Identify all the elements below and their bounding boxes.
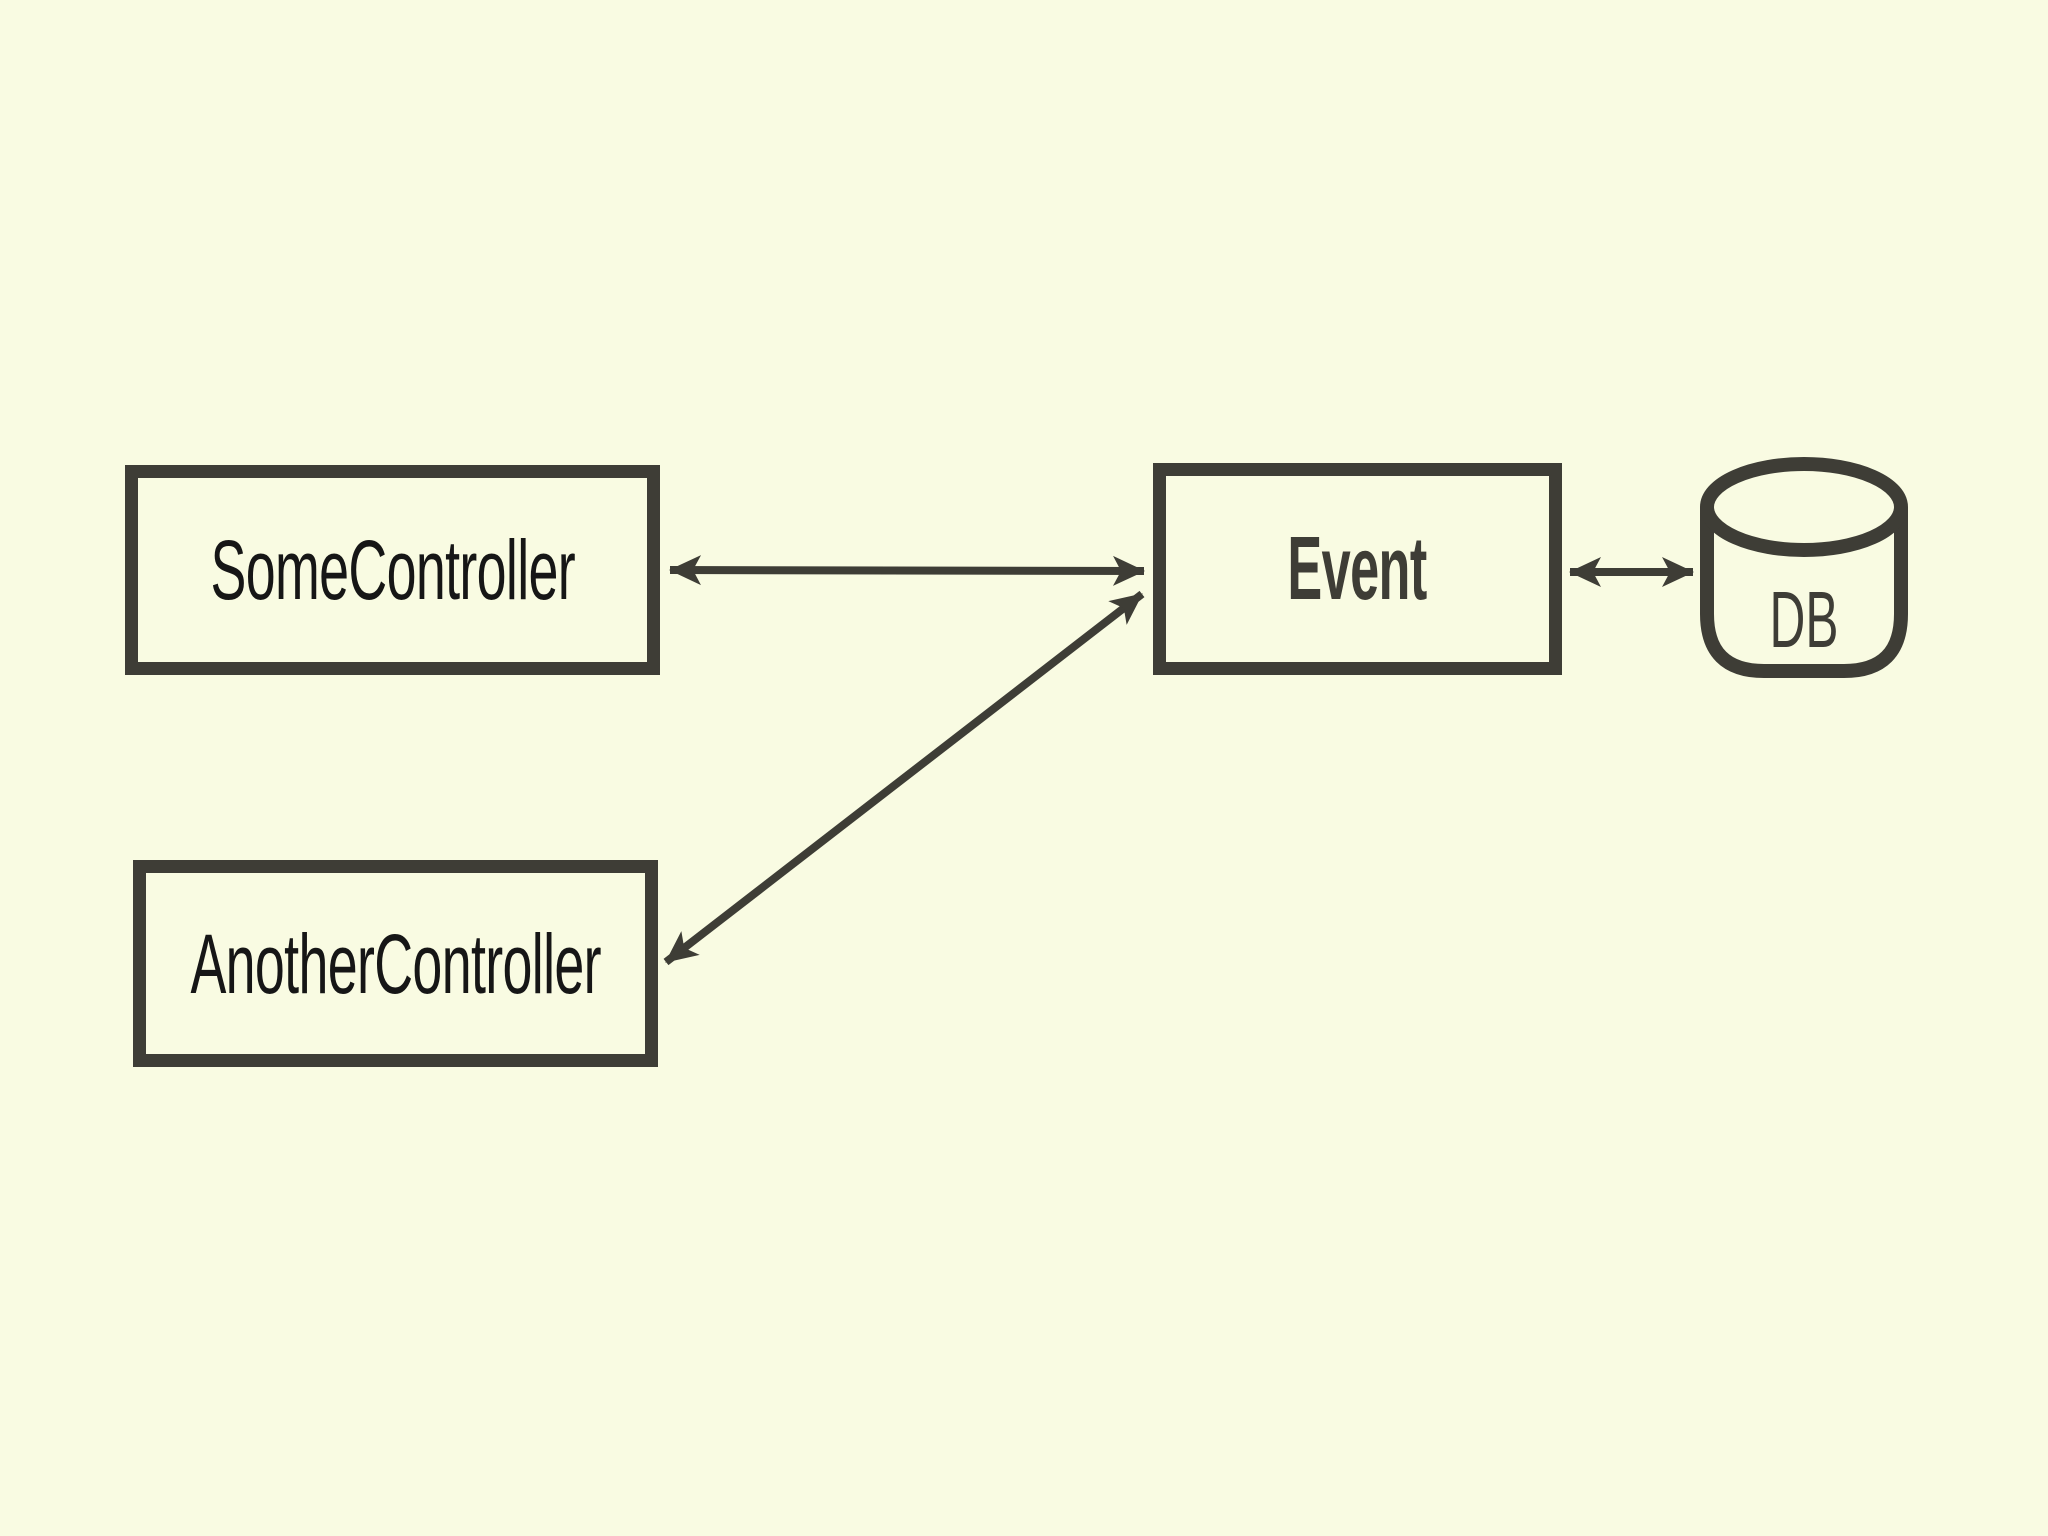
- node-event: Event: [1153, 463, 1562, 675]
- node-anothercontroller: AnotherController: [133, 860, 658, 1067]
- edge-anothercontroller-event: [663, 590, 1145, 966]
- db-cylinder-icon: [1700, 457, 1908, 678]
- node-db-label: DB: [1769, 575, 1839, 664]
- node-somecontroller-label: SomeController: [210, 523, 575, 617]
- node-anothercontroller-label: AnotherController: [190, 916, 601, 1011]
- node-somecontroller: SomeController: [125, 465, 660, 675]
- edge-somecontroller-event: [669, 555, 1145, 586]
- node-event-label: Event: [1287, 519, 1428, 619]
